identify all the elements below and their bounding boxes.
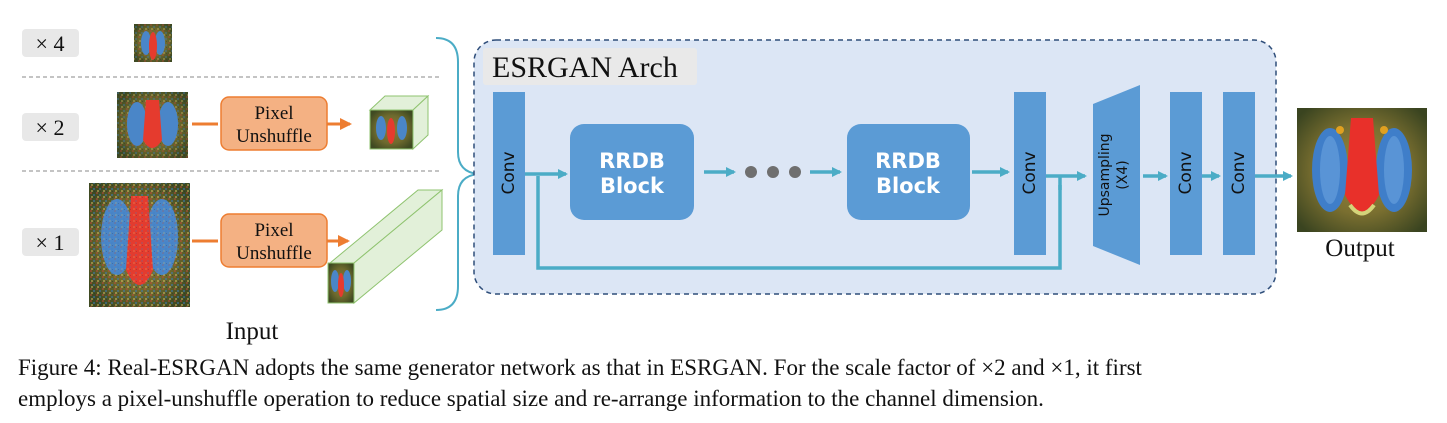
ellipsis-dot: [767, 166, 779, 178]
figure-caption: Figure 4: Real-ESRGAN adopts the same ge…: [18, 352, 1438, 414]
rrdb-1-line1: RRDB: [599, 149, 665, 173]
scale-label-x1: × 1: [22, 228, 79, 256]
grouping-brace: [435, 37, 479, 311]
rrdb-2-line1: RRDB: [875, 149, 941, 173]
conv-layer-1: Conv: [493, 92, 525, 255]
rrdb-block-1: RRDB Block: [570, 124, 694, 220]
conv-3-label: Conv: [1176, 151, 1196, 194]
op-x1-line1: Pixel: [254, 220, 293, 241]
output-label: Output: [1325, 235, 1395, 262]
arch-title-box: [483, 48, 697, 85]
mandrill-image-x1: [89, 183, 190, 307]
scale-x1-text: × 1: [36, 230, 65, 255]
scale-x4-text: × 4: [36, 31, 65, 56]
scale-x2-text: × 2: [36, 115, 65, 140]
conv-1-label: Conv: [499, 151, 519, 194]
mandrill-image-output: [1297, 108, 1427, 232]
ellipsis-dot: [789, 166, 801, 178]
conv-layer-2: Conv: [1014, 92, 1046, 255]
pixel-unshuffle-op-x1: Pixel Unshuffle: [192, 213, 350, 268]
upsampling-layer: Upsampling (X4): [1093, 85, 1140, 265]
op-x2-line1: Pixel: [254, 103, 293, 124]
rrdb-2-line2: Block: [876, 174, 941, 198]
pixel-unshuffle-op-x2: Pixel Unshuffle: [192, 96, 352, 151]
feature-cube-x1: [327, 188, 444, 305]
op-x2-line2: Unshuffle: [236, 126, 312, 147]
conv-layer-4: Conv: [1223, 92, 1255, 255]
conv-2-label: Conv: [1020, 151, 1040, 194]
architecture-diagram: × 4 × 2 × 1 Pixel Unshuffl: [22, 24, 1427, 345]
mandrill-image-x4: [134, 24, 172, 62]
scale-label-x2: × 2: [22, 113, 79, 141]
rrdb-block-2: RRDB Block: [847, 124, 970, 220]
rrdb-1-line2: Block: [600, 174, 665, 198]
upsampling-label-line1: Upsampling: [1097, 133, 1113, 216]
upsampling-label-line2: (X4): [1115, 160, 1131, 189]
conv-4-label: Conv: [1229, 151, 1249, 194]
feature-cube-x2: [368, 94, 430, 151]
skip-connection: [536, 176, 1062, 270]
input-label: Input: [226, 318, 279, 345]
mandrill-image-x2: [117, 92, 188, 158]
conv-layer-3: Conv: [1170, 92, 1202, 255]
ellipsis-dot: [745, 166, 757, 178]
caption-line-1: Figure 4: Real-ESRGAN adopts the same ge…: [18, 355, 1142, 380]
scale-label-x4: × 4: [22, 29, 79, 57]
caption-line-2: employs a pixel-unshuffle operation to r…: [18, 386, 1044, 411]
arch-title: ESRGAN Arch: [492, 51, 678, 84]
op-x1-line2: Unshuffle: [236, 243, 312, 264]
